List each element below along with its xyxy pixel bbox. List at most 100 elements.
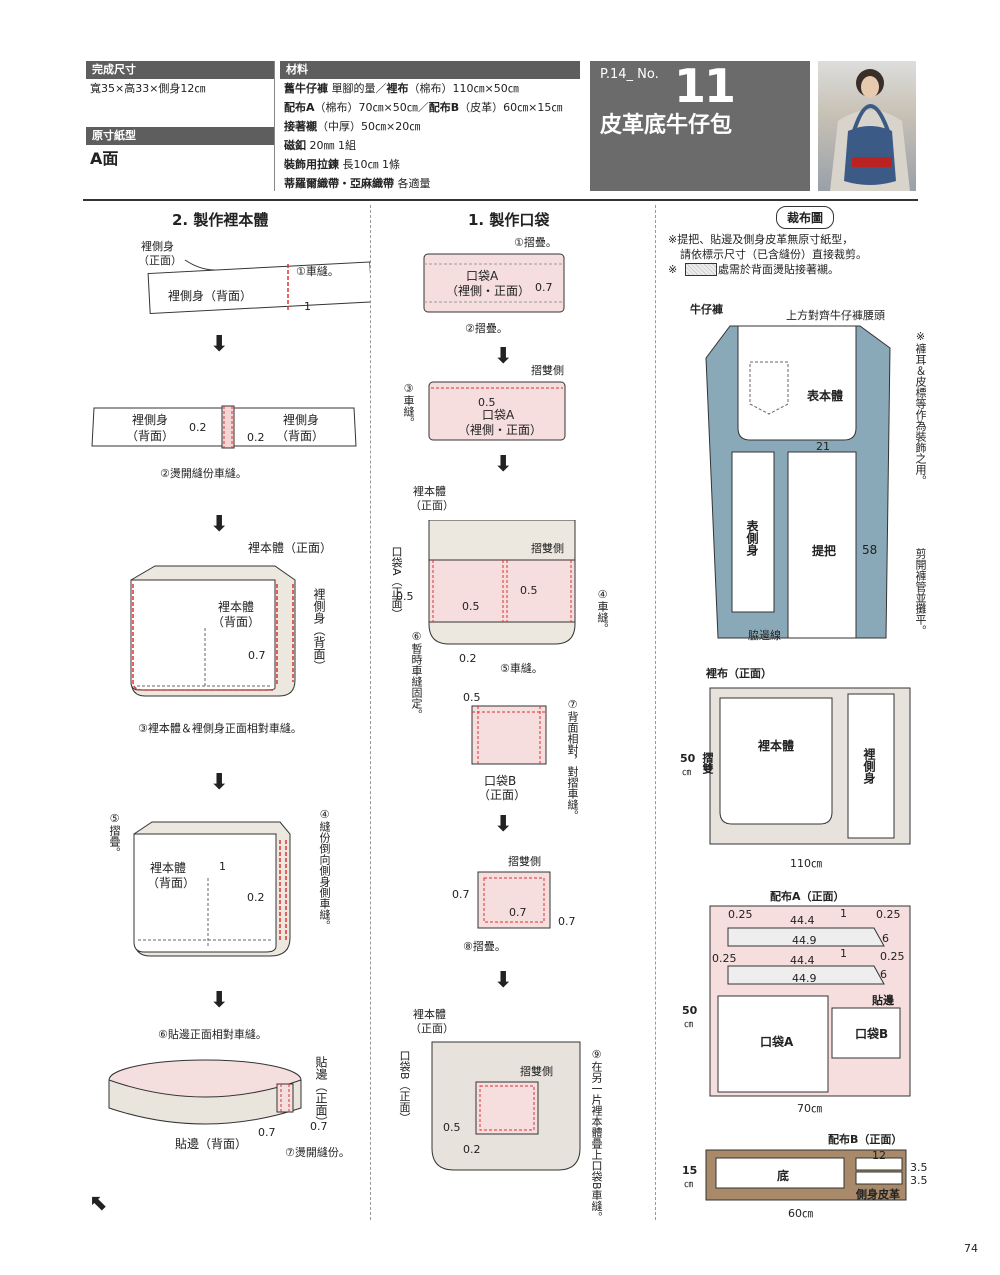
header-divider [274,61,275,191]
jeans-note1: ※褲耳＆皮標等作為裝飾之用。 [914,330,927,486]
page-number: 74 [964,1242,978,1255]
step1d-num: 0.5 [463,691,481,704]
step1f-step9: ⑨在另一片裡本體疊上口袋B車縫。 [590,1048,603,1223]
size-label: 完成尺寸 [86,61,274,79]
material-line: 裝飾用拉鍊 長10㎝ 1條 [284,155,562,174]
step2c-num: 0.7 [248,649,266,662]
step1-title: 1. 製作口袋 [468,209,549,230]
step1c-n4: 0.2 [459,652,477,665]
step1d-center2: （正面） [478,789,526,802]
step1f-side: 口袋B（正面） [398,1050,411,1124]
step1a-center: 口袋A [466,270,498,283]
jeans-width: 21 [816,440,830,453]
step1e-n1: 0.7 [452,888,470,901]
step2d-n1: 1 [219,860,226,873]
step2b-n1: 0.2 [189,421,207,434]
step2d-step5: ⑤摺疊。 [108,812,121,858]
step1c-n2: 0.5 [462,600,480,613]
step2c-side: 裡側身（背面） [312,588,325,672]
step2e-bottom: 貼邊（背面） [175,1138,247,1151]
down-arrow-icon: ⬇ [210,512,228,537]
jeans-handle: 提把 [812,545,836,558]
down-arrow-icon: ⬇ [210,332,228,357]
fabric-a-v: 0.25 [876,908,901,921]
step2d-diagram [130,818,300,968]
fabric-b-35a: 3.5 [910,1161,928,1174]
step2e-step7: ⑦燙開縫份。 [285,1146,350,1159]
step2b-right: 裡側身 [283,414,319,427]
step1c-diagram [425,520,585,650]
cutting-note2b: 處需於背面燙貼接著襯。 [718,263,839,276]
step2a-label-top: 裡側身 [141,240,174,253]
back-arrow-icon[interactable]: ⬉ [90,1191,108,1216]
material-line: 接著襯（中厚）50㎝×20㎝ [284,117,562,136]
fabric-b-35b: 3.5 [910,1174,928,1187]
step1c-n3: 0.5 [520,584,538,597]
jeans-top: 上方對齊牛仔褲腰頭 [786,309,885,322]
step1c-step4: ④車縫。 [596,588,609,634]
step2d-center: 裡本體 [150,862,186,875]
fabric-a-height: 50 [682,1004,697,1017]
material-line: 磁釦 20㎜ 1組 [284,136,562,155]
step1f-n2: 0.2 [463,1143,481,1156]
interfacing-swatch [685,263,717,276]
fabric-a-pocket-b: 口袋B [855,1028,888,1041]
cutting-note1b: 請依標示尺寸（已含縫份）直接裁剪。 [680,248,867,261]
jeans-edge: 脇邊線 [748,629,781,642]
down-arrow-icon: ⬇ [494,968,512,993]
fabric-b-bottom: 底 [777,1170,789,1183]
lining-diagram [708,686,913,848]
step2b-right2: （背面） [276,430,324,443]
fabric-a-title: 配布A（正面） [770,890,845,903]
fabric-a-v: 0.25 [712,952,737,965]
step2c-center2: （背面） [212,616,260,629]
step1b-step3: ③車縫。 [402,382,415,428]
lining-side: 裡側身 [862,748,875,784]
step2a-label-back: 裡側身（背面） [168,290,252,303]
title-ref: P.14_ No. [600,67,659,82]
step2d-center2: （背面） [147,877,195,890]
step1b-fold: 摺雙側 [531,364,564,377]
step1c-step6: ⑥暫時車縫固定。 [410,630,423,720]
step1f-n1: 0.5 [443,1121,461,1134]
fabric-a-v: 44.4 [790,954,815,967]
title-name: 皮革底牛仔包 [600,107,732,139]
step2e-side: 貼邊（正面） [314,1056,327,1128]
step2e-diagram [105,1040,325,1140]
step1f-fold: 摺雙側 [520,1065,553,1078]
fabric-a-v: 1 [840,947,847,960]
step2-title: 2. 製作裡本體 [172,209,268,230]
step2e-n1: 0.7 [258,1126,276,1139]
lining-width: 110㎝ [790,857,822,870]
title-number: 11 [674,59,734,113]
step1a-center2: （裡側・正面） [446,285,530,298]
step2b-n2: 0.2 [247,431,265,444]
fabric-a-v: 6 [880,968,887,981]
model-photo-illustration [818,61,916,191]
column-divider [370,205,371,1220]
jeans-body: 表本體 [807,390,843,403]
fabric-b-side: 側身皮革 [856,1188,900,1201]
fabric-b-height-unit: ㎝ [684,1177,693,1190]
step2c-step: ③裡本體＆裡側身正面相對車縫。 [138,722,302,735]
model-photo [818,61,916,191]
step1c-top2: （正面） [410,499,454,512]
fabric-a-pocket-a: 口袋A [760,1036,793,1049]
down-arrow-icon: ⬇ [494,344,512,369]
step1e-step8: ⑧摺疊。 [463,940,506,953]
down-arrow-icon: ⬇ [494,452,512,477]
lining-body: 裡本體 [758,740,794,753]
step1c-side: 口袋A（正面） [390,546,403,620]
fabric-a-v: 44.9 [792,972,817,985]
title-box: P.14_ No. 11 皮革底牛仔包 [590,61,810,191]
step1a-fold2: ②摺疊。 [465,322,508,335]
step1b-center: 口袋A [482,409,514,422]
down-arrow-icon: ⬇ [210,988,228,1013]
step2d-n2: 0.2 [247,891,265,904]
step1e-n3: 0.7 [558,915,576,928]
cutting-note1: ※提把、貼邊及側身皮革無原寸紙型， [668,233,853,246]
cutting-title: 裁布圖 [776,206,834,229]
fabric-a-facing: 貼邊 [872,994,894,1007]
step1c-top: 裡本體 [413,485,446,498]
step1a-num: 0.7 [535,281,553,294]
